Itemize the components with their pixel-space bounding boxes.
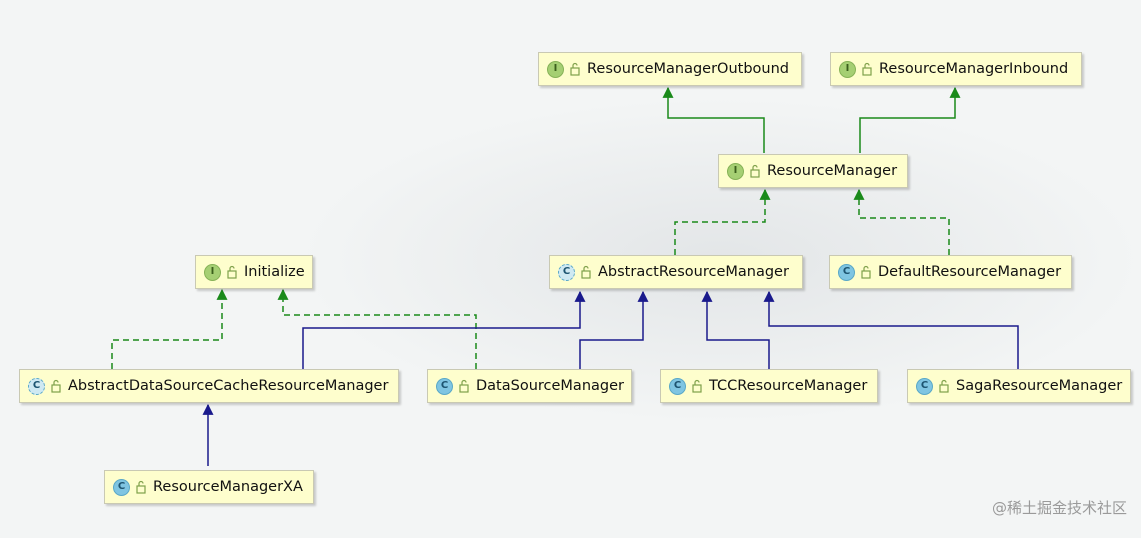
class-icon: C [669, 377, 686, 395]
node-tccresourcemanager[interactable]: C TCCResourceManager [660, 369, 878, 403]
edge-saga-extends [763, 290, 1019, 369]
lock-icon [226, 265, 238, 279]
edge-resourcemanager-outbound [662, 86, 765, 153]
node-label: ResourceManager [767, 163, 898, 179]
edge-abstract-rm-implements [674, 188, 771, 255]
interface-icon: I [547, 60, 564, 78]
lock-icon [135, 480, 147, 494]
edge-ds-cache-initialize [111, 288, 228, 369]
lock-icon [749, 164, 761, 178]
abstract-class-icon: C [558, 263, 575, 281]
node-sagaresourcemanager[interactable]: C SagaResourceManager [907, 369, 1131, 403]
edge-default-rm-implements [853, 188, 950, 255]
node-resourcemanager[interactable]: I ResourceManager [718, 154, 908, 188]
lock-icon [580, 265, 592, 279]
edge-resourcemanager-inbound [859, 86, 961, 153]
class-icon: C [916, 377, 933, 395]
class-icon: C [436, 377, 453, 395]
node-label: SagaResourceManager [956, 378, 1123, 394]
edge-ds-cache-extends [302, 290, 586, 369]
node-label: AbstractDataSourceCacheResourceManager [68, 378, 389, 394]
class-icon: C [113, 478, 130, 496]
node-label: DataSourceManager [476, 378, 624, 394]
node-resourcemanageroutbound[interactable]: I ResourceManagerOutbound [538, 52, 802, 86]
lock-icon [860, 265, 872, 279]
lock-icon [691, 379, 703, 393]
interface-icon: I [204, 263, 221, 281]
node-resourcemanagerinbound[interactable]: I ResourceManagerInbound [830, 52, 1082, 86]
class-icon: C [838, 263, 855, 281]
node-initialize[interactable]: I Initialize [195, 255, 313, 289]
lock-icon [458, 379, 470, 393]
lock-icon [569, 62, 581, 76]
node-abstractdatasourcecacheresourcemanager[interactable]: C AbstractDataSourceCacheResourceManager [19, 369, 399, 403]
node-datasourcemanager[interactable]: C DataSourceManager [427, 369, 632, 403]
node-label: AbstractResourceManager [598, 264, 789, 280]
node-label: DefaultResourceManager [878, 264, 1062, 280]
node-label: ResourceManagerInbound [879, 61, 1069, 77]
node-label: ResourceManagerOutbound [587, 61, 790, 77]
edge-tcc-extends [701, 290, 770, 369]
lock-icon [861, 62, 873, 76]
node-label: ResourceManagerXA [153, 479, 303, 495]
abstract-class-icon: C [28, 377, 45, 395]
node-abstractresourcemanager[interactable]: C AbstractResourceManager [549, 255, 803, 289]
node-resourcemanagerxa[interactable]: C ResourceManagerXA [104, 470, 314, 504]
edge-datasource-extends [579, 290, 649, 369]
interface-icon: I [839, 60, 856, 78]
lock-icon [50, 379, 62, 393]
node-label: TCCResourceManager [709, 378, 868, 394]
node-defaultresourcemanager[interactable]: C DefaultResourceManager [829, 255, 1072, 289]
interface-icon: I [727, 162, 744, 180]
lock-icon [938, 379, 950, 393]
edge-datasource-initialize [277, 288, 477, 369]
watermark: @稀土掘金技术社区 [991, 499, 1127, 517]
node-label: Initialize [244, 264, 305, 280]
